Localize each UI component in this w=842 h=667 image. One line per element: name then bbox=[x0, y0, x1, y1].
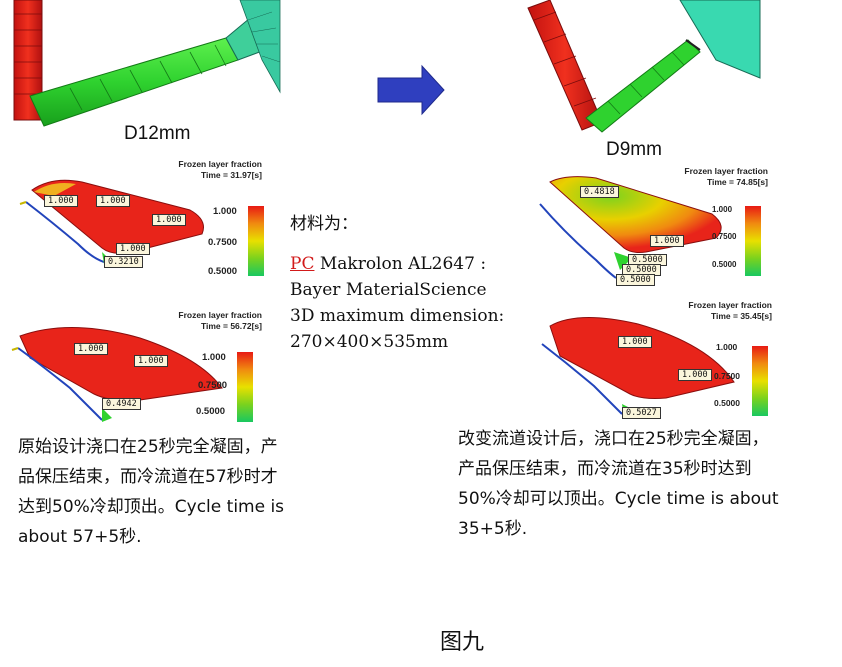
left-top-tag-5: 0.3210 bbox=[104, 256, 143, 268]
right-top-tag-2: 1.000 bbox=[650, 235, 684, 247]
left-bottom-tag-3: 0.4942 bbox=[102, 398, 141, 410]
left-caption-line-1: 原始设计浇口在25秒完全凝固，产 bbox=[18, 437, 278, 457]
right-runner-model bbox=[527, 0, 761, 133]
material-heading: 材料为： bbox=[290, 214, 358, 234]
right-bottom-scale-mid: 0.7500 bbox=[714, 371, 740, 381]
right-caption-line-2: 产品保压结束，而冷流道在35秒时达到 bbox=[458, 459, 752, 479]
material-pc-label: PC bbox=[290, 254, 315, 274]
left-top-plot-title: Frozen layer fraction Time = 31.97[s] bbox=[140, 159, 262, 181]
transition-arrow-icon bbox=[377, 64, 445, 116]
material-grade: Makrolon AL2647 : bbox=[314, 254, 487, 274]
left-bottom-plot-time: Time = 56.72[s] bbox=[200, 321, 262, 331]
left-bottom-part-model bbox=[11, 327, 223, 422]
left-caption: 原始设计浇口在25秒完全凝固，产 品保压结束，而冷流道在57秒时才 达到50%冷… bbox=[18, 432, 348, 552]
left-top-tag-2: 1.000 bbox=[96, 195, 130, 207]
right-top-tag-5: 0.5000 bbox=[616, 274, 655, 286]
right-top-plot-title-line: Frozen layer fraction bbox=[684, 166, 768, 176]
left-bottom-plot-title-line: Frozen layer fraction bbox=[178, 310, 262, 320]
right-bottom-tag-3: 0.5027 bbox=[622, 407, 661, 419]
left-top-plot-title-line: Frozen layer fraction bbox=[178, 159, 262, 169]
right-caption: 改变流道设计后，浇口在25秒完全凝固， 产品保压结束，而冷流道在35秒时达到 5… bbox=[458, 424, 842, 544]
right-bottom-plot-time: Time = 35.45[s] bbox=[710, 311, 772, 321]
left-top-scale-min: 0.5000 bbox=[208, 266, 238, 277]
right-top-tag-1: 0.4818 bbox=[580, 186, 619, 198]
left-bottom-colorbar bbox=[237, 352, 253, 422]
right-top-plot-title: Frozen layer fraction Time = 74.85[s] bbox=[656, 166, 768, 188]
right-top-plot-time: Time = 74.85[s] bbox=[706, 177, 768, 187]
left-top-tag-4: 1.000 bbox=[116, 243, 150, 255]
right-caption-line-4: 35+5秒. bbox=[458, 519, 528, 539]
material-line-2: Bayer MaterialScience bbox=[290, 280, 487, 300]
right-bottom-tag-2: 1.000 bbox=[678, 369, 712, 381]
right-bottom-tag-1: 1.000 bbox=[618, 336, 652, 348]
material-line-1: PC Makrolon AL2647 : bbox=[290, 250, 486, 278]
material-line-3: 3D maximum dimension: bbox=[290, 306, 505, 326]
left-caption-line-4: about 57+5秒. bbox=[18, 527, 142, 547]
right-caption-line-3: 50%冷却可以顶出。Cycle time is about bbox=[458, 489, 779, 509]
right-top-tag-4: 0.5000 bbox=[622, 264, 661, 276]
right-top-scale-mid: 0.7500 bbox=[712, 232, 737, 241]
left-top-scale-max: 1.000 bbox=[213, 206, 237, 217]
left-bottom-tag-2: 1.000 bbox=[134, 355, 168, 367]
left-top-tag-1: 1.000 bbox=[44, 195, 78, 207]
right-bottom-plot-title-line: Frozen layer fraction bbox=[688, 300, 772, 310]
left-bottom-scale-max: 1.000 bbox=[202, 352, 226, 363]
figure-caption: 图九 bbox=[440, 630, 485, 655]
right-bottom-scale-min: 0.5000 bbox=[714, 398, 740, 408]
left-top-tag-3: 1.000 bbox=[152, 214, 186, 226]
right-top-scale-max: 1.000 bbox=[712, 205, 733, 214]
right-bottom-scale-max: 1.000 bbox=[716, 342, 738, 352]
left-gate-label: D12mm bbox=[124, 123, 191, 144]
left-top-colorbar bbox=[248, 206, 264, 276]
left-runner-model bbox=[13, 0, 281, 127]
left-bottom-scale-mid: 0.7500 bbox=[198, 380, 228, 391]
material-line-4: 270×400×535mm bbox=[290, 332, 449, 352]
left-top-plot-time: Time = 31.97[s] bbox=[200, 170, 262, 180]
right-gate-label: D9mm bbox=[606, 139, 662, 160]
right-top-colorbar bbox=[745, 206, 761, 276]
left-bottom-tag-1: 1.000 bbox=[74, 343, 108, 355]
left-caption-line-3: 达到50%冷却顶出。Cycle time is bbox=[18, 497, 285, 517]
right-bottom-plot-title: Frozen layer fraction Time = 35.45[s] bbox=[660, 300, 772, 322]
right-top-scale-min: 0.5000 bbox=[712, 260, 737, 269]
right-bottom-colorbar bbox=[752, 346, 768, 416]
left-bottom-plot-title: Frozen layer fraction Time = 56.72[s] bbox=[140, 310, 262, 332]
right-caption-line-1: 改变流道设计后，浇口在25秒完全凝固， bbox=[458, 429, 769, 449]
left-top-scale-mid: 0.7500 bbox=[208, 237, 238, 248]
left-caption-line-2: 品保压结束，而冷流道在57秒时才 bbox=[18, 467, 278, 487]
left-bottom-scale-min: 0.5000 bbox=[196, 406, 226, 417]
